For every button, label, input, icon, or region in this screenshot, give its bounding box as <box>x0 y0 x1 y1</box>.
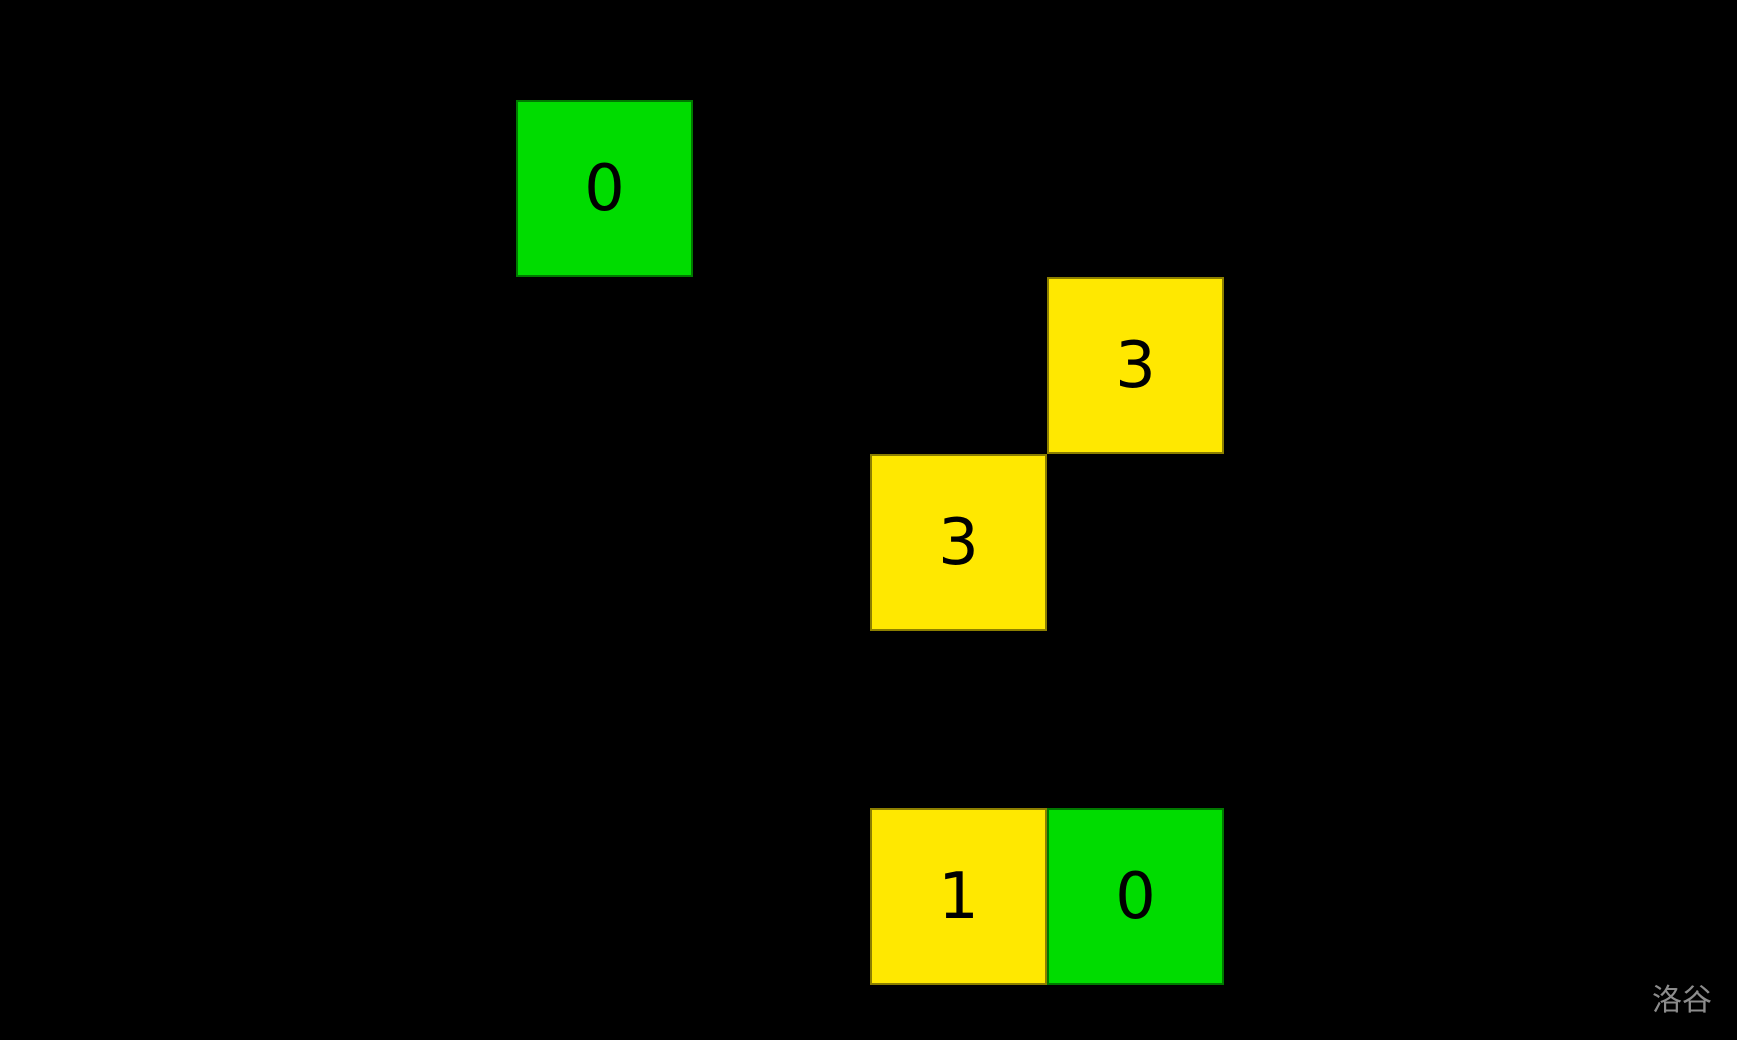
tile-r4-c5[interactable]: 0 <box>1047 808 1224 985</box>
tile-r4-c4[interactable]: 1 <box>870 808 1047 985</box>
tile-r2-c4[interactable]: 3 <box>870 454 1047 631</box>
tile-r0-c2[interactable]: 0 <box>516 100 693 277</box>
luogu-watermark: 洛谷 <box>1652 983 1712 1018</box>
tile-value: 3 <box>1115 328 1156 403</box>
tile-value: 1 <box>938 859 979 934</box>
tile-r1-c5[interactable]: 3 <box>1047 277 1224 454</box>
tile-value: 3 <box>938 505 979 580</box>
tile-value: 0 <box>584 151 625 226</box>
tile-value: 0 <box>1115 859 1156 934</box>
